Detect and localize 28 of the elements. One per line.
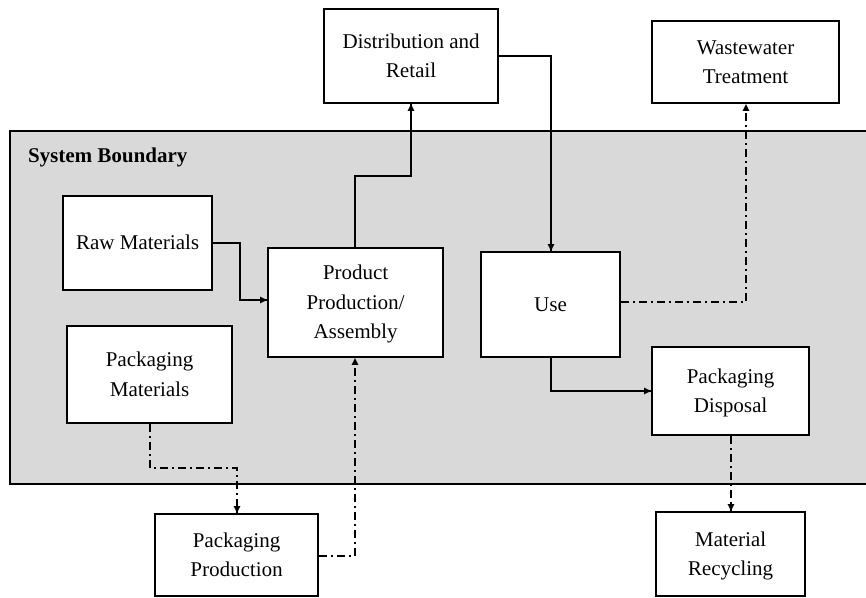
box-label: Distribution and Retail xyxy=(341,28,481,84)
system-boundary-area xyxy=(9,130,866,485)
process-box xyxy=(62,195,213,291)
arrow xyxy=(213,242,267,304)
arrow xyxy=(499,55,554,251)
box-label: Material Recycling xyxy=(686,526,774,582)
arrow xyxy=(728,436,734,511)
box-label: Wastewater Treatment xyxy=(696,34,796,90)
arrow xyxy=(319,358,358,557)
process-box xyxy=(651,20,840,104)
process-box xyxy=(480,251,621,358)
process-box xyxy=(651,346,810,436)
arrow xyxy=(149,424,240,513)
arrow xyxy=(550,358,651,394)
process-box xyxy=(267,247,444,358)
process-box xyxy=(66,325,233,424)
process-box xyxy=(154,513,319,597)
boundary-heading: System Boundary xyxy=(28,142,188,168)
box-label: Raw Materials xyxy=(76,229,200,256)
process-box xyxy=(323,8,499,104)
box-label: Use xyxy=(534,290,567,318)
box-label: Packaging Production xyxy=(189,526,284,583)
box-label: Product Production/ Assembly xyxy=(306,259,406,346)
process-box xyxy=(655,511,806,597)
arrow xyxy=(621,104,750,303)
box-label: Packaging Disposal xyxy=(686,362,776,419)
arrow xyxy=(354,104,414,247)
box-label: Packaging Materials xyxy=(104,346,194,402)
